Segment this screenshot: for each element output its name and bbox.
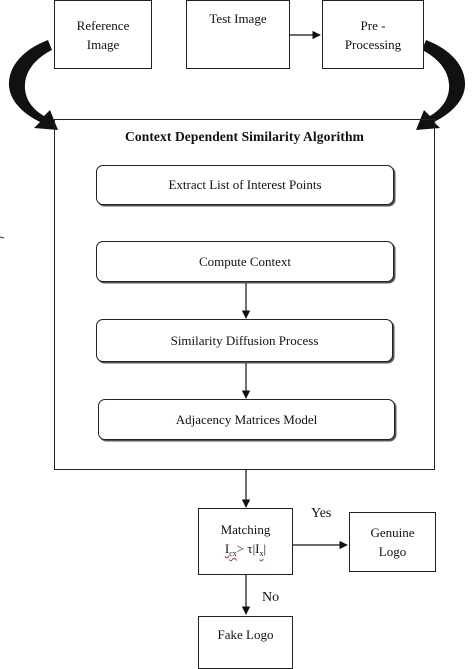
yes-label: Yes	[311, 506, 332, 521]
no-label: No	[262, 590, 280, 605]
reference-image-node: Reference Image	[54, 0, 152, 69]
pre-processing-node: Pre - Processing	[322, 0, 424, 69]
algorithm-title: Context Dependent Similarity Algorithm	[125, 129, 364, 144]
curved-arrow-right	[416, 40, 466, 130]
formula-operator: > τ	[236, 541, 253, 556]
formula-right-close: |	[263, 541, 267, 556]
matching-node: Matching Icx> τ|Ix|	[198, 508, 293, 575]
similarity-diffusion-step: Similarity Diffusion Process	[96, 319, 393, 362]
matching-label: Matching	[220, 522, 271, 537]
compute-context-step: Compute Context	[96, 241, 394, 282]
genuine-logo-node: Genuine Logo	[349, 512, 436, 572]
algorithm-container: Context Dependent Similarity Algorithm	[54, 119, 435, 470]
fake-logo-node: Fake Logo	[198, 616, 293, 669]
matching-formula: Icx> τ|Ix|	[225, 539, 266, 563]
curved-arrow-left	[8, 40, 58, 130]
formula-left-sub: cx	[229, 549, 237, 558]
test-image-node: Test Image	[186, 0, 290, 69]
stray-mark	[0, 236, 5, 239]
formula-right-sub: x	[259, 549, 264, 558]
formula-left: I	[224, 541, 230, 556]
extract-points-step: Extract List of Interest Points	[96, 165, 394, 205]
adjacency-matrices-step: Adjacency Matrices Model	[98, 399, 395, 440]
formula-right: |I	[252, 541, 260, 556]
